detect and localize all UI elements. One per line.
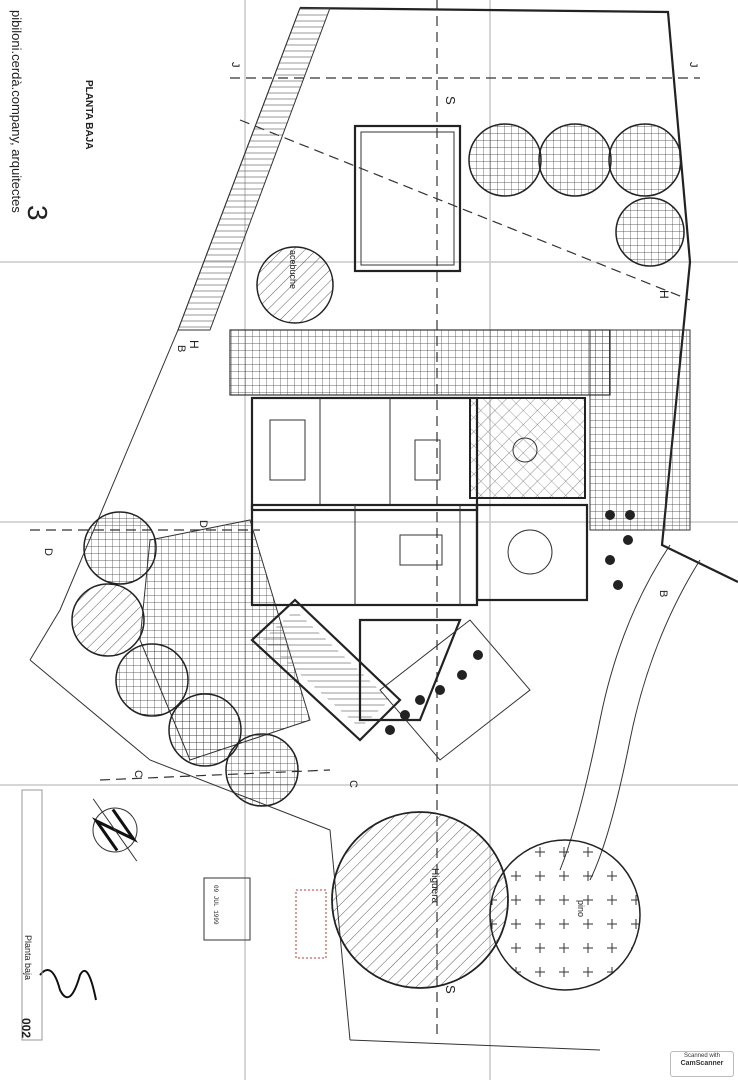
tree-row-left — [71, 511, 299, 807]
section-mark-c-left: C — [132, 770, 144, 778]
entry-stair-strip — [177, 7, 331, 331]
label-higuera: Higuera — [429, 868, 440, 903]
sheet-title: Planta baja — [23, 935, 33, 980]
scanner-line-1: Scanned with — [683, 1053, 721, 1059]
scanner-line-2: CamScanner — [680, 1060, 724, 1067]
label-acebuche: acebuche — [288, 250, 298, 289]
pool — [353, 124, 462, 273]
section-mark-d-left: D — [42, 548, 54, 556]
section-mark-b-top: B — [175, 345, 187, 352]
section-mark-s-top: S — [443, 96, 458, 105]
approval-stamp — [203, 877, 327, 959]
house — [250, 396, 589, 742]
terraces — [139, 329, 691, 761]
label-pino: pino — [576, 900, 586, 917]
sheet-number: 002 — [19, 1018, 33, 1038]
tree-acebuche — [256, 246, 334, 324]
north-arrow-icon — [91, 798, 139, 862]
camscanner-icon: Scanned with CamScanner — [670, 1051, 734, 1077]
section-mark-h-right: H — [657, 290, 671, 299]
section-mark-j-left: J — [229, 62, 241, 68]
title-block — [21, 789, 43, 1041]
section-mark-s-bottom: S — [443, 985, 458, 994]
section-mark-j-right: J — [687, 62, 699, 68]
section-mark-d-right: D — [197, 520, 209, 528]
garden-path — [559, 544, 701, 881]
section-mark-h-left: H — [187, 340, 201, 349]
firm-logo-mark: 3 — [22, 205, 53, 221]
section-mark-c-bottom: C — [347, 780, 359, 788]
planter-strip — [379, 510, 635, 761]
signature — [39, 969, 97, 1001]
tree-pino — [489, 839, 641, 991]
drawing-title: PLANTA BAJA — [83, 80, 94, 149]
firm-name: pibiloni.cerdà.company, arquitectes — [9, 10, 24, 213]
section-mark-b-right: B — [657, 590, 669, 597]
tree-row-top — [468, 123, 685, 267]
stamp-date: 09 JUL 1999 — [212, 885, 219, 925]
tree-higuera — [331, 811, 509, 989]
plan-text: pibiloni.cerdà.company, arquitectes 3 PL… — [9, 10, 699, 1038]
